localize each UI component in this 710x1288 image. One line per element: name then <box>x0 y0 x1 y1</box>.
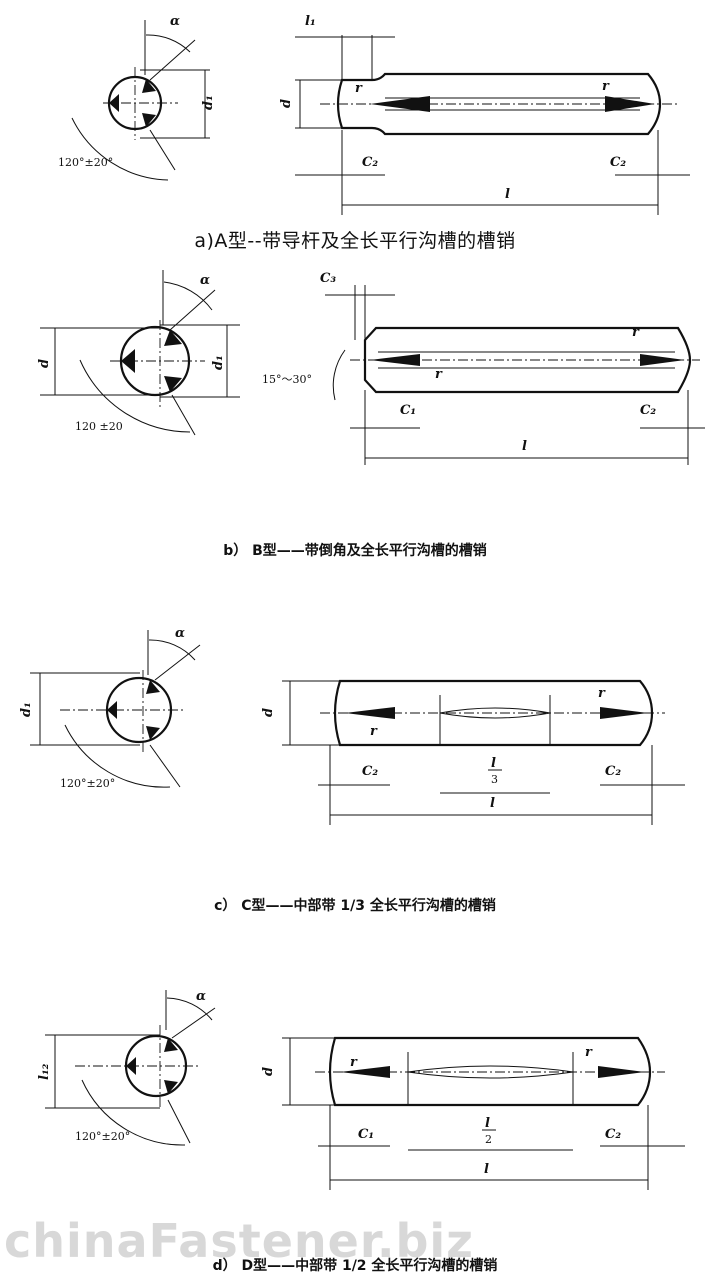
caption-c: c） C型——中部带 1/3 全长平行沟槽的槽销 <box>214 898 496 914</box>
angle-label-c: 120°±20° <box>60 777 115 790</box>
frac-den-d: 2 <box>485 1133 492 1146</box>
pin-view-c <box>282 679 685 825</box>
c-left-label-b: C₁ <box>400 403 416 418</box>
d1-label-a: d₁ <box>201 95 216 110</box>
alpha-label-c: α <box>175 626 185 641</box>
caption-a: a)A型--带导杆及全长平行沟槽的槽销 <box>194 230 516 252</box>
d-label-a: d <box>279 99 294 108</box>
cross-section-a <box>71 20 210 181</box>
l-label-c: l <box>490 796 495 811</box>
alpha-label-b: α <box>200 273 210 288</box>
r1-label-c: r <box>370 724 378 739</box>
frac-num-d: l <box>485 1116 490 1131</box>
r1-label-a: r <box>355 81 363 96</box>
pin-view-d <box>282 1036 685 1190</box>
d1-label-d: l₁₂ <box>37 1063 52 1080</box>
r1-label-b: r <box>435 367 443 382</box>
diagram-d: α l₁₂ 120°±20° d r r C₁ C₂ l 2 l <box>37 989 685 1190</box>
l1-label-a: l₁ <box>305 14 316 29</box>
r1-label-d: r <box>350 1055 358 1070</box>
c-left-label-d: C₁ <box>358 1127 374 1142</box>
d-label-c: d <box>261 708 276 717</box>
l-label-d: l <box>484 1162 489 1177</box>
panel-c: α d₁ 120°±20° d r r C₂ C₂ l 3 l <box>0 615 710 935</box>
cross-section-d <box>45 990 216 1146</box>
c3-label-b: C₃ <box>320 271 336 286</box>
chamfer-label-b: 15°～30° <box>262 373 312 386</box>
diagram-a: α d₁ 120°±20° l₁ d r r C₂ C₂ <box>58 14 690 215</box>
c-right-label-d: C₂ <box>605 1127 621 1142</box>
cross-section-c <box>30 630 201 788</box>
diagram-c: α d₁ 120°±20° d r r C₂ C₂ l 3 l <box>19 626 685 825</box>
angle-label-b: 120 ±20 <box>75 420 123 433</box>
cross-section-b <box>40 270 240 436</box>
panel-b: α d d₁ 120 ±20 C₃ 15°～30° r r C₁ C₂ l b <box>0 260 710 580</box>
c-left-label-a: C₂ <box>362 155 378 170</box>
d-label-b: d <box>37 359 52 368</box>
r2-label-a: r <box>602 79 610 94</box>
r2-label-d: r <box>585 1045 593 1060</box>
c-right-label-a: C₂ <box>610 155 626 170</box>
angle-label-d: 120°±20° <box>75 1130 130 1143</box>
l-label-b: l <box>522 439 527 454</box>
d1-label-c: d₁ <box>19 702 34 717</box>
frac-num-c: l <box>491 756 496 771</box>
panel-a: α d₁ 120°±20° l₁ d r r C₂ C₂ <box>0 0 710 260</box>
l-label-a: l <box>505 187 510 202</box>
frac-den-c: 3 <box>491 773 498 786</box>
watermark: chinaFastener.biz <box>4 1214 474 1268</box>
c-right-label-c: C₂ <box>605 764 621 779</box>
r2-label-c: r <box>598 686 606 701</box>
panel-d: α l₁₂ 120°±20° d r r C₁ C₂ l 2 l <box>0 980 710 1280</box>
d-label-d: d <box>261 1067 276 1076</box>
d1-label-b: d₁ <box>211 355 226 370</box>
c-right-label-b: C₂ <box>640 403 656 418</box>
r2-label-b: r <box>632 325 640 340</box>
alpha-label-a: α <box>170 14 180 29</box>
diagram-b: α d d₁ 120 ±20 C₃ 15°～30° r r C₁ C₂ l <box>37 270 705 465</box>
c-left-label-c: C₂ <box>362 764 378 779</box>
alpha-label-d: α <box>196 989 206 1004</box>
caption-d: d） D型——中部带 1/2 全长平行沟槽的槽销 <box>212 1258 498 1274</box>
pin-view-b <box>325 285 705 465</box>
pin-view-a <box>295 35 690 215</box>
angle-label-a: 120°±20° <box>58 156 113 169</box>
caption-b: b） B型——带倒角及全长平行沟槽的槽销 <box>223 543 487 559</box>
